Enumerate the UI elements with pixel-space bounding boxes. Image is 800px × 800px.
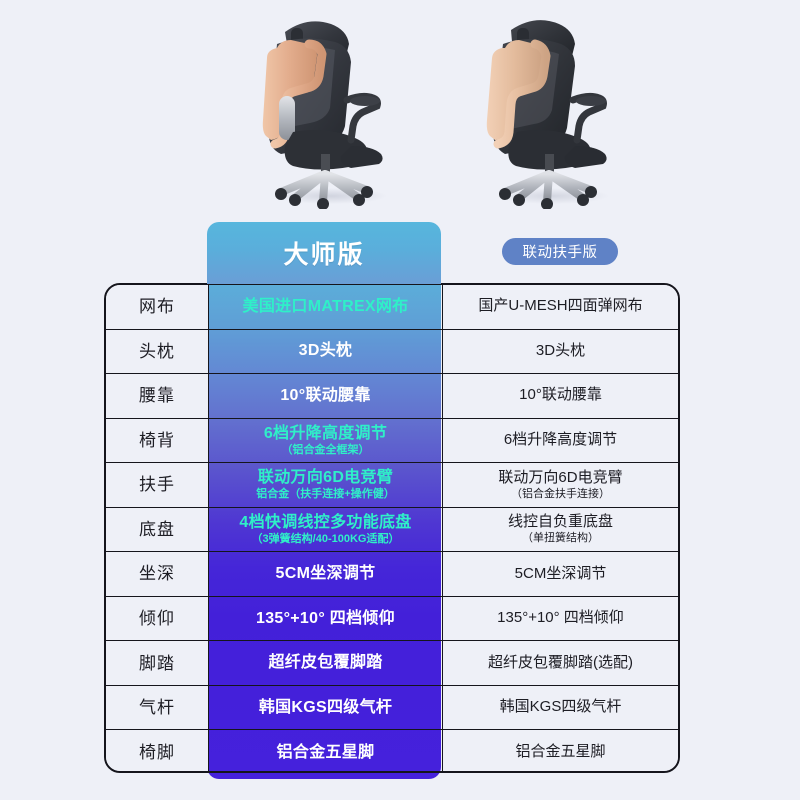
row-label-2: 腰靠 (106, 374, 209, 418)
other-cell-main-6: 5CM坐深调节 (514, 564, 607, 582)
other-cell-8: 超纤皮包覆脚踏(选配) (443, 641, 678, 685)
master-cell-main-0: 美国进口MATREX网布 (242, 297, 409, 315)
table-row: 扶手联动万向6D电竞臂铝合金（扶手连接+操作健）联动万向6D电竞臂（铝合金扶手连… (106, 463, 678, 508)
other-cell-main-1: 3D头枕 (535, 341, 586, 359)
master-cell-10: 铝合金五星脚 (209, 730, 443, 771)
tab-master-version[interactable]: 大师版 (207, 222, 441, 284)
row-label-10: 椅脚 (106, 730, 209, 771)
master-cell-main-7: 135°+10° 四档倾仰 (256, 609, 395, 627)
row-label-4: 扶手 (106, 463, 209, 507)
other-cell-9: 韩国KGS四级气杆 (443, 685, 678, 730)
other-cell-sub-4: （铝合金扶手连接） (511, 487, 610, 500)
row-label-6: 坐深 (106, 552, 209, 596)
other-cell-5: 线控自负重底盘（单扭簧结构） (443, 507, 678, 552)
other-cell-1: 3D头枕 (443, 329, 678, 374)
other-cell-sub-5: （单扭簧结构） (522, 532, 599, 545)
other-cell-main-7: 135°+10° 四档倾仰 (497, 609, 624, 627)
other-cell-main-9: 韩国KGS四级气杆 (499, 698, 622, 716)
row-label-7: 倾仰 (106, 596, 209, 641)
product-photos (0, 0, 800, 210)
master-chair-illustration (262, 21, 387, 209)
table-row: 脚踏 超纤皮包覆脚踏 超纤皮包覆脚踏(选配) (106, 641, 678, 686)
master-cell-4: 联动万向6D电竞臂铝合金（扶手连接+操作健） (209, 463, 443, 507)
other-cell-main-3: 6档升降高度调节 (503, 430, 618, 448)
row-label-3: 椅背 (106, 418, 209, 463)
master-cell-main-2: 10°联动腰靠 (280, 386, 371, 404)
master-cell-2: 10°联动腰靠 (209, 374, 443, 418)
table-row: 气杆 韩国KGS四级气杆 韩国KGS四级气杆 (106, 685, 678, 731)
master-cell-main-10: 铝合金五星脚 (276, 743, 375, 761)
row-label-0: 网布 (106, 285, 209, 329)
other-cell-main-4: 联动万向6D电竞臂 (498, 468, 623, 486)
master-cell-sub-5: （3弹簧结构/40-100KG适配） (251, 532, 400, 545)
master-cell-sub-3: （铝合金全框架） (281, 443, 370, 456)
other-cell-main-2: 10°联动腰靠 (519, 386, 602, 404)
master-cell-main-1: 3D头枕 (298, 342, 353, 360)
table-row: 腰靠 10°联动腰靠 10°联动腰靠 (106, 374, 678, 419)
other-cell-main-8: 超纤皮包覆脚踏(选配) (488, 653, 633, 671)
highlight-column-background (207, 276, 441, 779)
table-row: 椅脚 铝合金五星脚 铝合金五星脚 (106, 730, 678, 771)
master-cell-3: 6档升降高度调节（铝合金全框架） (209, 418, 443, 463)
other-cell-3: 6档升降高度调节 (443, 418, 678, 463)
table-row: 倾仰 135°+10° 四档倾仰 135°+10° 四档倾仰 (106, 596, 678, 642)
table-row: 网布 美国进口MATREX网布 国产U-MESH四面弹网布 (106, 285, 678, 330)
master-cell-8: 超纤皮包覆脚踏 (209, 641, 443, 685)
master-cell-9: 韩国KGS四级气杆 (209, 685, 443, 730)
other-cell-main-5: 线控自负重底盘 (507, 513, 613, 531)
other-chair-illustration (486, 20, 609, 209)
master-cell-main-6: 5CM坐深调节 (275, 565, 376, 582)
row-label-8: 脚踏 (106, 641, 209, 685)
master-cell-main-8: 超纤皮包覆脚踏 (268, 654, 383, 672)
master-cell-main-4: 联动万向6D电竞臂 (257, 469, 394, 487)
row-label-1: 头枕 (106, 329, 209, 374)
other-cell-10: 铝合金五星脚 (443, 730, 678, 771)
other-cell-7: 135°+10° 四档倾仰 (443, 596, 678, 641)
row-label-9: 气杆 (106, 685, 209, 730)
master-cell-sub-4: 铝合金（扶手连接+操作健） (256, 488, 395, 501)
tab-master-version-label: 大师版 (283, 241, 365, 269)
other-cell-2: 10°联动腰靠 (443, 374, 678, 418)
row-label-5: 底盘 (106, 507, 209, 552)
other-cell-4: 联动万向6D电竞臂（铝合金扶手连接） (443, 463, 678, 507)
master-cell-1: 3D头枕 (209, 329, 443, 374)
master-cell-main-9: 韩国KGS四级气杆 (258, 698, 393, 716)
other-cell-6: 5CM坐深调节 (443, 552, 678, 596)
other-cell-main-10: 铝合金五星脚 (515, 743, 606, 761)
other-cell-0: 国产U-MESH四面弹网布 (443, 285, 678, 329)
product-photo-master (235, 4, 425, 209)
master-cell-6: 5CM坐深调节 (209, 552, 443, 596)
product-photo-other (455, 4, 645, 209)
master-cell-0: 美国进口MATREX网布 (209, 285, 443, 329)
master-cell-main-5: 4档快调线控多功能底盘 (239, 513, 412, 531)
other-cell-main-0: 国产U-MESH四面弹网布 (478, 297, 643, 315)
master-cell-main-3: 6档升降高度调节 (263, 424, 388, 442)
table-row: 坐深 5CM坐深调节 5CM坐深调节 (106, 552, 678, 597)
master-cell-7: 135°+10° 四档倾仰 (209, 596, 443, 641)
master-cell-5: 4档快调线控多功能底盘（3弹簧结构/40-100KG适配） (209, 507, 443, 552)
tab-linked-armrest-version[interactable]: 联动扶手版 (502, 238, 618, 265)
comparison-table: 网布 美国进口MATREX网布 国产U-MESH四面弹网布头枕 3D头枕 3D头枕腰靠 1… (104, 283, 680, 773)
tab-linked-armrest-version-label: 联动扶手版 (522, 245, 598, 261)
table-row: 头枕 3D头枕 3D头枕 (106, 329, 678, 375)
